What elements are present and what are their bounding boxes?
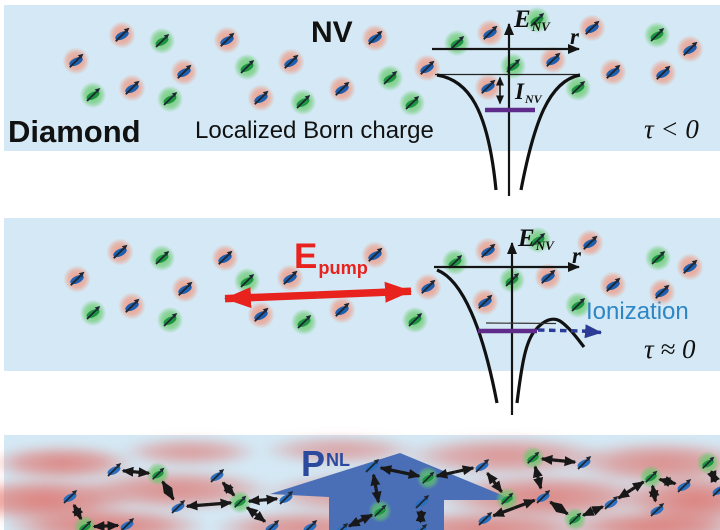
panel-diamond-before-pulse xyxy=(4,5,720,151)
panel-diamond-after-pulse xyxy=(4,435,720,530)
panel-diamond-during-pulse xyxy=(4,218,720,371)
